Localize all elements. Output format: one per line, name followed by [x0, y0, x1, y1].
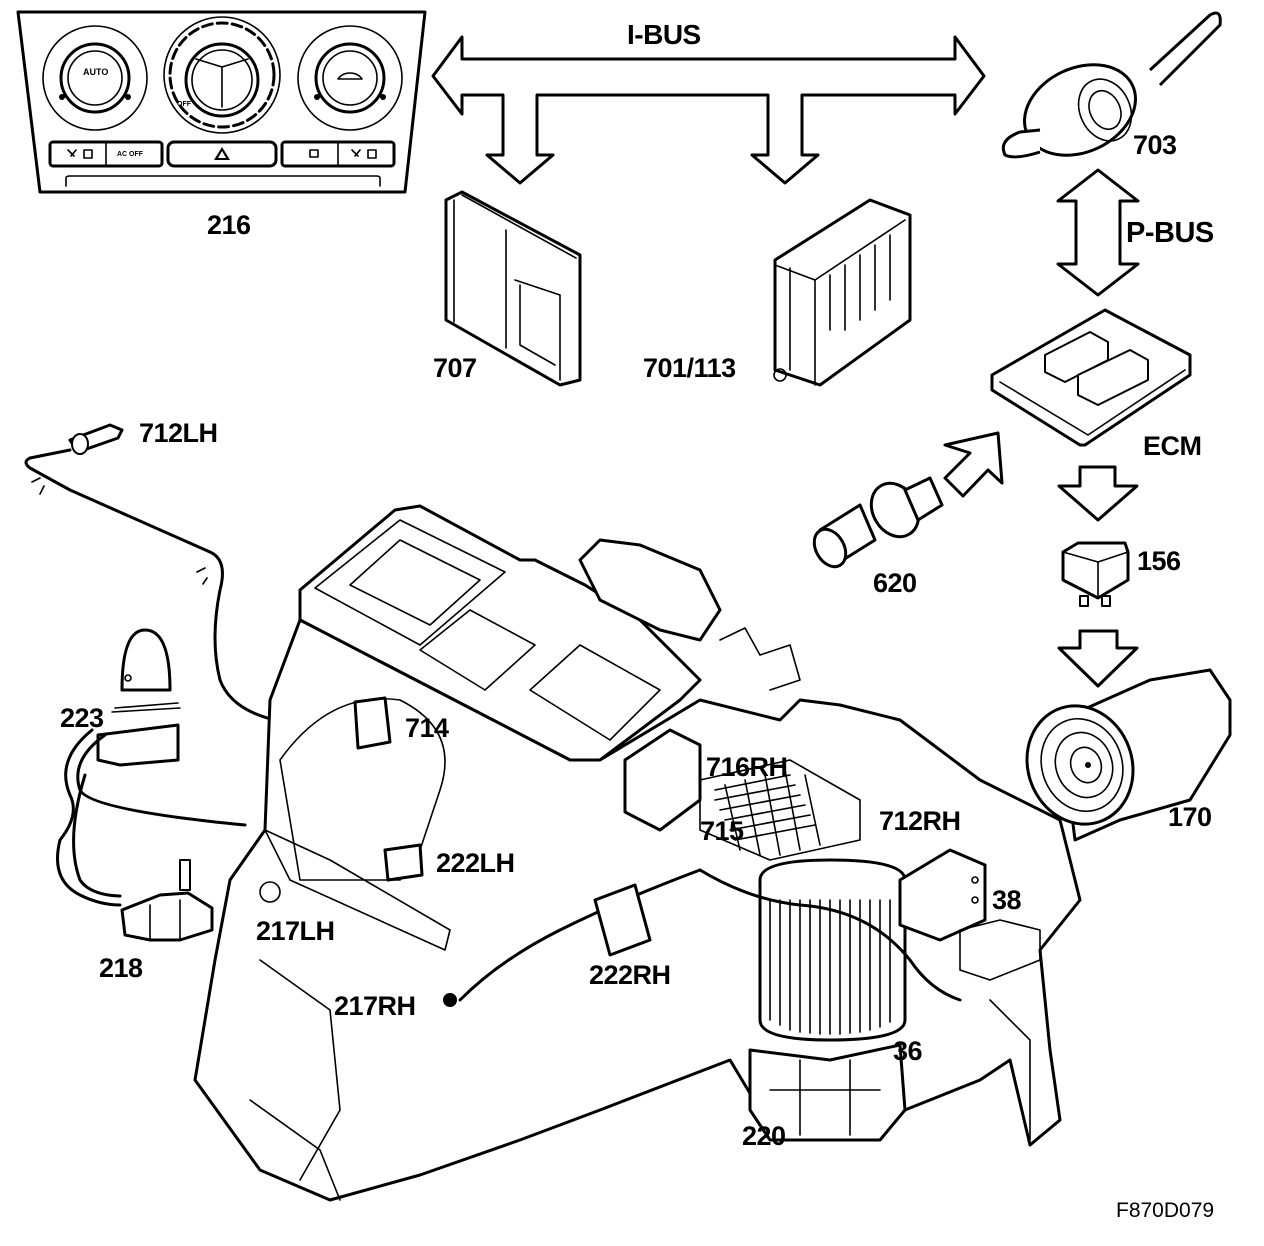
label-ecm: ECM: [1143, 431, 1202, 461]
label-701-113: 701/113: [643, 353, 736, 383]
label-216: 216: [207, 210, 251, 240]
label-217rh: 217RH: [334, 991, 416, 1021]
label-222lh: 222LH: [436, 848, 515, 878]
label-714: 714: [405, 713, 449, 743]
sensor-218: [120, 859, 214, 942]
hvac-unit: [193, 504, 1082, 1202]
pressure-sensor-620: [812, 476, 944, 569]
label-222rh: 222RH: [589, 960, 671, 990]
temp-sensor-712lh-cable: [24, 423, 342, 740]
ecm-to-relay-arrow: [1057, 465, 1139, 522]
label-620: 620: [873, 568, 917, 598]
label-170: 170: [1168, 802, 1212, 832]
label-707: 707: [433, 353, 477, 383]
sensor-to-ecm-arrow: [943, 431, 1004, 498]
label-38: 38: [992, 885, 1022, 915]
label-36: 36: [893, 1036, 923, 1066]
ecm-module: [990, 308, 1192, 447]
label-223: 223: [60, 703, 104, 733]
label-220: 220: [742, 1121, 786, 1151]
label-716rh: 716RH: [706, 752, 788, 782]
steering-switch-703: [1001, 11, 1222, 159]
relay-156: [1061, 541, 1130, 607]
ac-off-text: AC OFF: [117, 151, 144, 158]
module-707: [444, 190, 582, 387]
ac-compressor-170: [1025, 668, 1232, 842]
label-218: 218: [99, 953, 143, 983]
sensor-223: [96, 628, 181, 767]
label-217lh: 217LH: [256, 916, 335, 946]
figure-id: F870D079: [1116, 1199, 1215, 1222]
ibus-label: I-BUS: [627, 19, 701, 50]
label-156: 156: [1137, 546, 1181, 576]
ibus-arrow: [431, 35, 986, 185]
label-703: 703: [1133, 130, 1177, 160]
hose-223-218: [56, 728, 247, 907]
relay-to-compressor-arrow: [1057, 629, 1139, 688]
climate-control-panel: [16, 10, 427, 194]
pbus-arrow: [1056, 168, 1140, 297]
label-712lh: 712LH: [139, 418, 218, 448]
label-712rh: 712RH: [879, 806, 961, 836]
auto-text: AUTO: [83, 67, 109, 77]
pbus-label: P-BUS: [1126, 217, 1214, 249]
label-715: 715: [700, 816, 744, 846]
off-text: OFF: [177, 101, 191, 108]
fusebox-701-113: [773, 198, 912, 387]
